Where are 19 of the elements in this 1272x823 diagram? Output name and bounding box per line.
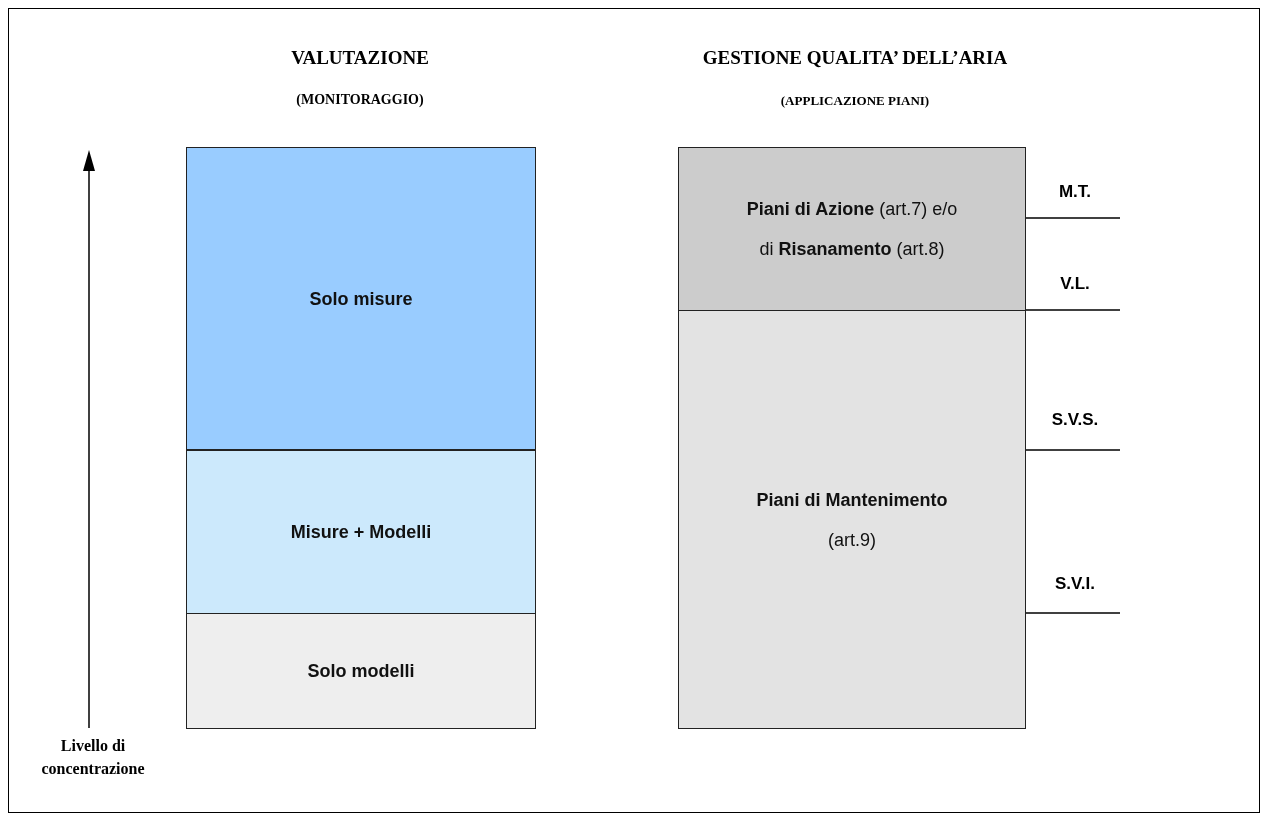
threshold-label: S.V.S. xyxy=(1050,409,1100,431)
measurement-band xyxy=(186,147,536,450)
band-label: Piani di Azione (art.7) e/o di Risanamento (art.8) xyxy=(745,198,959,261)
band-label: Misure + Modelli xyxy=(289,521,433,544)
column-subheading: (MONITORAGGIO) xyxy=(295,91,425,109)
axis-label: Livello di concentrazione xyxy=(40,736,146,780)
column-heading: GESTIONE QUALITA’ DELL’ARIA xyxy=(701,46,1009,70)
threshold-label: M.T. xyxy=(1057,181,1093,203)
threshold-label: V.L. xyxy=(1059,273,1091,295)
band-label: Piani di Mantenimento (art.9) xyxy=(755,488,949,552)
action-plan-band xyxy=(678,147,1026,311)
maintenance-plan-band xyxy=(678,310,1026,729)
band-label: Solo misure xyxy=(308,287,414,311)
model-band xyxy=(186,613,536,729)
column-heading: VALUTAZIONE xyxy=(290,46,430,70)
threshold-label: S.V.I. xyxy=(1054,573,1096,595)
column-subheading: (APPLICAZIONE PIANI) xyxy=(779,92,931,110)
band-label: Solo modelli xyxy=(306,660,416,683)
measurement-model-band xyxy=(186,450,536,614)
